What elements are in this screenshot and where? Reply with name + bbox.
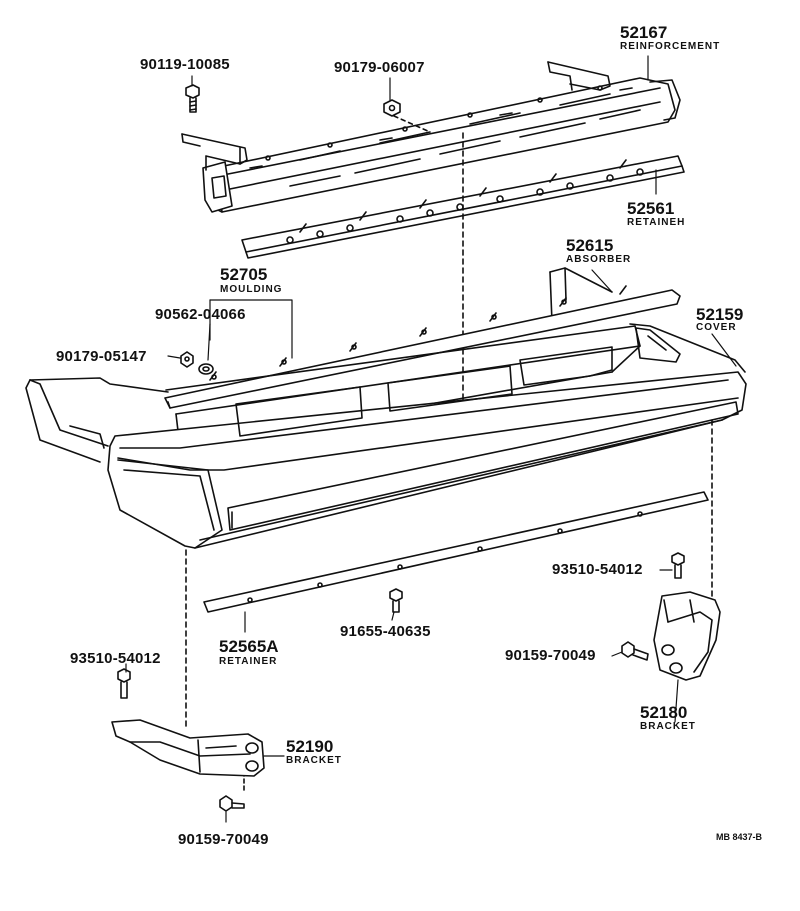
bracket-left-drawing	[111, 719, 265, 777]
screw-left-drawing	[117, 668, 131, 699]
leader-lines	[125, 55, 737, 823]
part-number-bolt-top-left: 90119-10085	[140, 56, 230, 73]
bracket-right-drawing	[653, 591, 721, 681]
part-number-absorber: 52615	[566, 236, 614, 255]
part-number-reinforcement: 52167	[620, 23, 668, 42]
part-number-screw-retainer: 91655-40635	[340, 623, 431, 640]
part-number-screw-left: 93510-54012	[70, 650, 161, 667]
retainer-lower-drawing	[203, 491, 709, 613]
part-number-bracket-right: 52180	[640, 703, 688, 722]
part-name-retainer-upper: RETAINEH	[627, 217, 686, 228]
part-number-retainer-lower: 52565A	[219, 637, 279, 656]
part-name-cover: COVER	[696, 322, 737, 333]
part-number-nut-top: 90179-06007	[334, 59, 425, 76]
cover-drawing	[25, 323, 747, 549]
moulding-drawing	[164, 285, 681, 409]
nut-top-drawing	[383, 99, 401, 117]
reinforcement-drawing	[181, 61, 681, 213]
part-number-bracket-left: 52190	[286, 737, 334, 756]
bolt-right-drawing	[621, 641, 649, 661]
part-name-absorber: ABSORBER	[566, 254, 632, 265]
part-number-cover: 52159	[696, 305, 744, 324]
bolt-top-left-drawing	[185, 84, 200, 113]
diagram-reference: MB 8437-B	[716, 832, 763, 842]
part-name-bracket-left: BRACKET	[286, 755, 342, 766]
part-number-bolt-left: 90159-70049	[178, 831, 269, 848]
part-name-reinforcement: REINFORCEMENT	[620, 41, 721, 52]
part-number-nut-moulding: 90179-05147	[56, 348, 147, 365]
part-number-bolt-right: 90159-70049	[505, 647, 596, 664]
bolt-left-drawing	[219, 795, 245, 812]
part-name-bracket-right: BRACKET	[640, 721, 696, 732]
part-number-retainer-upper: 52561	[627, 199, 675, 218]
absorber-drawing	[549, 267, 613, 323]
screw-retainer-drawing	[389, 588, 403, 613]
part-name-retainer-lower: RETAINER	[219, 656, 278, 667]
screw-right-top-drawing	[671, 552, 685, 579]
retainer-upper-drawing	[241, 155, 685, 259]
part-number-clip-moulding: 90562-04066	[155, 306, 246, 323]
part-number-screw-right-top: 93510-54012	[552, 561, 643, 578]
part-number-moulding: 52705	[220, 265, 268, 284]
clip-moulding-drawing	[198, 363, 214, 375]
part-name-moulding: MOULDING	[220, 284, 283, 295]
nut-moulding-drawing	[180, 351, 194, 368]
